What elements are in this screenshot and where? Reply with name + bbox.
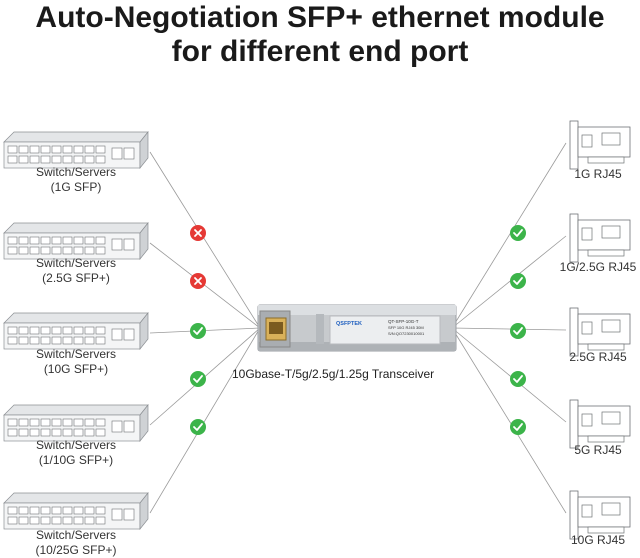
nic-label: 10G RJ45 bbox=[570, 533, 626, 547]
connection-line-right bbox=[451, 142, 567, 329]
connection-line-right bbox=[451, 327, 567, 423]
check-icon bbox=[510, 273, 526, 289]
connection-line-left bbox=[149, 327, 261, 514]
nic-card-icon bbox=[569, 490, 631, 540]
title-line-2: for different end port bbox=[171, 35, 469, 68]
check-icon bbox=[510, 371, 526, 387]
cross-icon bbox=[190, 225, 206, 241]
module-label-line2: SFP 10G RJ45 30M bbox=[388, 325, 424, 330]
switch-label-speed: (2.5G SFP+) bbox=[42, 271, 110, 285]
switch-label: Switch/Servers(10/25G SFP+) bbox=[6, 528, 146, 558]
sfp-module: QSFPTEK QT-SFP-10G-T SFP 10G RJ45 30M S/… bbox=[257, 304, 457, 352]
check-icon bbox=[190, 419, 206, 435]
check-icon bbox=[190, 371, 206, 387]
switch-label-name: Switch/Servers bbox=[35, 165, 117, 179]
title-line-1: Auto-Negotiation SFP+ ethernet module bbox=[35, 1, 605, 34]
nic-label: 1G RJ45 bbox=[574, 167, 622, 181]
switch-label-name: Switch/Servers bbox=[35, 347, 117, 361]
check-icon bbox=[510, 419, 526, 435]
check-icon bbox=[190, 323, 206, 339]
switch-group bbox=[3, 131, 149, 530]
check-icon bbox=[510, 225, 526, 241]
switch-icon bbox=[3, 404, 149, 442]
switch-label-speed: (1/10G SFP+) bbox=[38, 453, 114, 467]
nic-card-icon bbox=[569, 213, 631, 263]
connection-lines bbox=[149, 142, 567, 514]
nic-label: 2.5G RJ45 bbox=[569, 350, 627, 364]
connection-line-left bbox=[149, 242, 261, 329]
nic-card-icon bbox=[569, 120, 631, 170]
status-badges bbox=[190, 225, 526, 435]
nic-card-group bbox=[569, 120, 631, 540]
switch-icon bbox=[3, 131, 149, 169]
connection-line-right bbox=[451, 235, 567, 329]
nic-label: 1G/2.5G RJ45 bbox=[559, 260, 637, 274]
switch-label: Switch/Servers(10G SFP+) bbox=[6, 347, 146, 377]
switch-label-name: Switch/Servers bbox=[35, 256, 117, 270]
switch-icon bbox=[3, 222, 149, 260]
switch-label: Switch/Servers(1/10G SFP+) bbox=[6, 438, 146, 468]
connection-line-right bbox=[451, 327, 567, 514]
nic-card-icon bbox=[569, 307, 631, 357]
switch-label: Switch/Servers(2.5G SFP+) bbox=[6, 256, 146, 286]
module-label bbox=[329, 315, 441, 345]
switch-label-speed: (10/25G SFP+) bbox=[35, 543, 117, 557]
switch-label: Switch/Servers(1G SFP) bbox=[6, 165, 146, 195]
switch-label-name: Switch/Servers bbox=[35, 438, 117, 452]
switch-label-speed: (10G SFP+) bbox=[43, 362, 109, 376]
check-icon bbox=[510, 323, 526, 339]
connection-line-left bbox=[149, 151, 261, 329]
module-label-line1: QT-SFP-10G-T bbox=[388, 319, 419, 324]
switch-label-speed: (1G SFP) bbox=[50, 180, 102, 194]
connection-line-right bbox=[451, 327, 567, 331]
module-caption: 10Gbase-T/5g/2.5g/1.25g Transceiver bbox=[232, 367, 435, 381]
module-label-line3: S/N:QO7230010001 bbox=[388, 331, 425, 336]
cross-icon bbox=[190, 273, 206, 289]
nic-card-icon bbox=[569, 399, 631, 449]
nic-label: 5G RJ45 bbox=[574, 443, 622, 457]
switch-icon bbox=[3, 492, 149, 530]
switch-label-name: Switch/Servers bbox=[35, 528, 117, 542]
switch-icon bbox=[3, 312, 149, 350]
module-brand: QSFPTEK bbox=[336, 321, 362, 327]
